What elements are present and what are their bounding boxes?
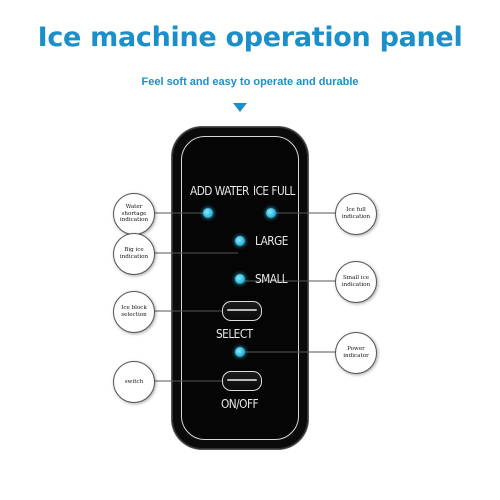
select-button[interactable] <box>222 301 262 321</box>
callout-water-shortage: Water shortage indication <box>113 193 155 235</box>
callout-ice-block-selection: Ice block selection <box>113 291 155 333</box>
add-water-label: ADD WATER <box>190 184 249 198</box>
ice-full-label: ICE FULL <box>253 184 295 198</box>
callout-switch: switch <box>113 361 155 403</box>
page-subtitle: Feel soft and easy to operate and durabl… <box>141 76 359 88</box>
callout-big-ice: Big ice indication <box>113 233 155 275</box>
ice-full-led <box>266 208 276 218</box>
chevron-down-icon <box>233 103 247 112</box>
small-label: SMALL <box>255 272 288 286</box>
callout-small-ice: Small ice indication <box>335 261 377 303</box>
large-led <box>235 236 245 246</box>
page-title: Ice machine operation panel <box>37 22 463 53</box>
select-label: SELECT <box>216 327 253 341</box>
add-water-led <box>203 208 213 218</box>
callout-power: Power indicator <box>335 332 377 374</box>
on-off-label: ON/OFF <box>221 397 259 411</box>
power-led <box>235 347 245 357</box>
large-label: LARGE <box>255 234 288 248</box>
small-led <box>235 274 245 284</box>
on-off-button[interactable] <box>222 371 262 391</box>
callout-ice-full: Ice full indication <box>335 193 377 235</box>
